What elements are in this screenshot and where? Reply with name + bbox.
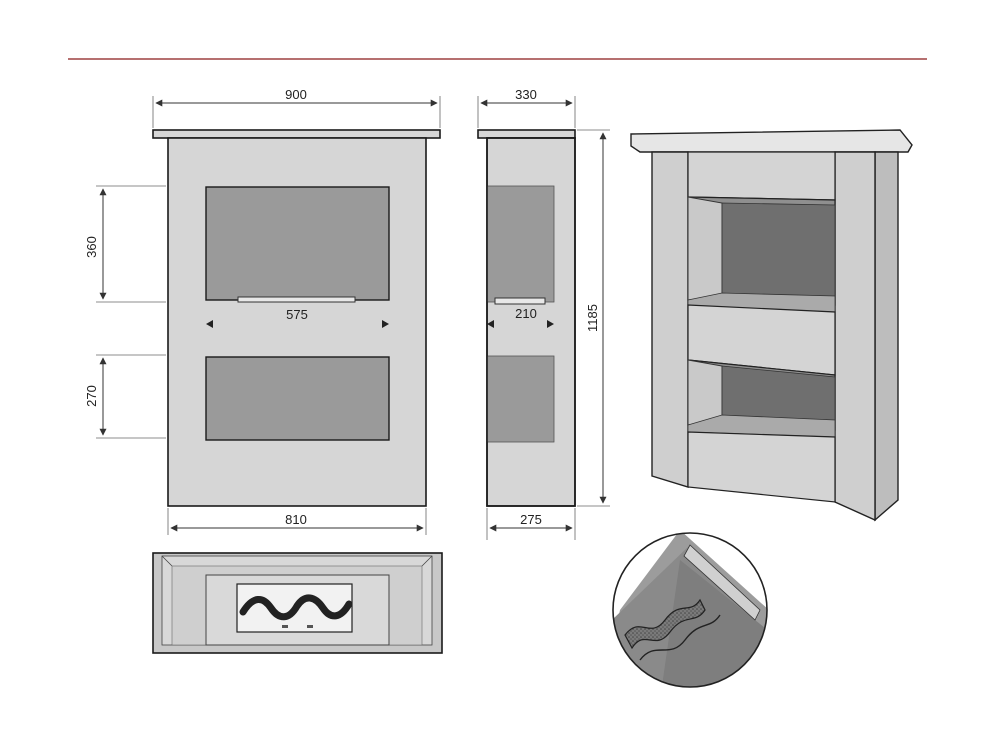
dim-label-360: 360 bbox=[84, 236, 99, 258]
dim-side-bottom-depth: 275 bbox=[486, 508, 576, 540]
dim-label-210: 210 bbox=[515, 306, 537, 321]
dim-label-575: 575 bbox=[286, 307, 308, 322]
side-upper-opening bbox=[486, 185, 555, 303]
perspective-view bbox=[630, 129, 913, 522]
dim-front-top-width: 900 bbox=[152, 87, 441, 128]
top-view bbox=[152, 552, 443, 654]
dim-upper-opening-height: 360 bbox=[84, 185, 166, 303]
burner-flame-slot-wave bbox=[239, 594, 353, 621]
dim-label-900: 900 bbox=[285, 87, 307, 102]
dim-label-275: 275 bbox=[520, 512, 542, 527]
dim-label-330: 330 bbox=[515, 87, 537, 102]
front-burner bbox=[237, 296, 356, 303]
dim-front-bottom-width: 810 bbox=[167, 508, 427, 535]
dim-total-height: 1185 bbox=[577, 129, 610, 507]
dim-lower-opening-height: 270 bbox=[84, 354, 166, 439]
dim-burner-depth: 210 bbox=[487, 306, 554, 328]
burner-detail-circle bbox=[612, 532, 768, 688]
side-burner bbox=[494, 297, 546, 305]
front-mantel-top bbox=[152, 129, 441, 139]
front-lower-opening bbox=[205, 356, 390, 441]
dim-label-810: 810 bbox=[285, 512, 307, 527]
dim-burner-width: 575 bbox=[206, 307, 389, 328]
side-lower-opening bbox=[486, 355, 555, 443]
dim-label-1185: 1185 bbox=[585, 304, 600, 332]
dim-label-270: 270 bbox=[84, 385, 99, 407]
side-mantel-top bbox=[477, 129, 576, 139]
dim-side-top-depth: 330 bbox=[477, 87, 576, 128]
front-upper-opening bbox=[205, 186, 390, 301]
side-view bbox=[477, 129, 576, 507]
